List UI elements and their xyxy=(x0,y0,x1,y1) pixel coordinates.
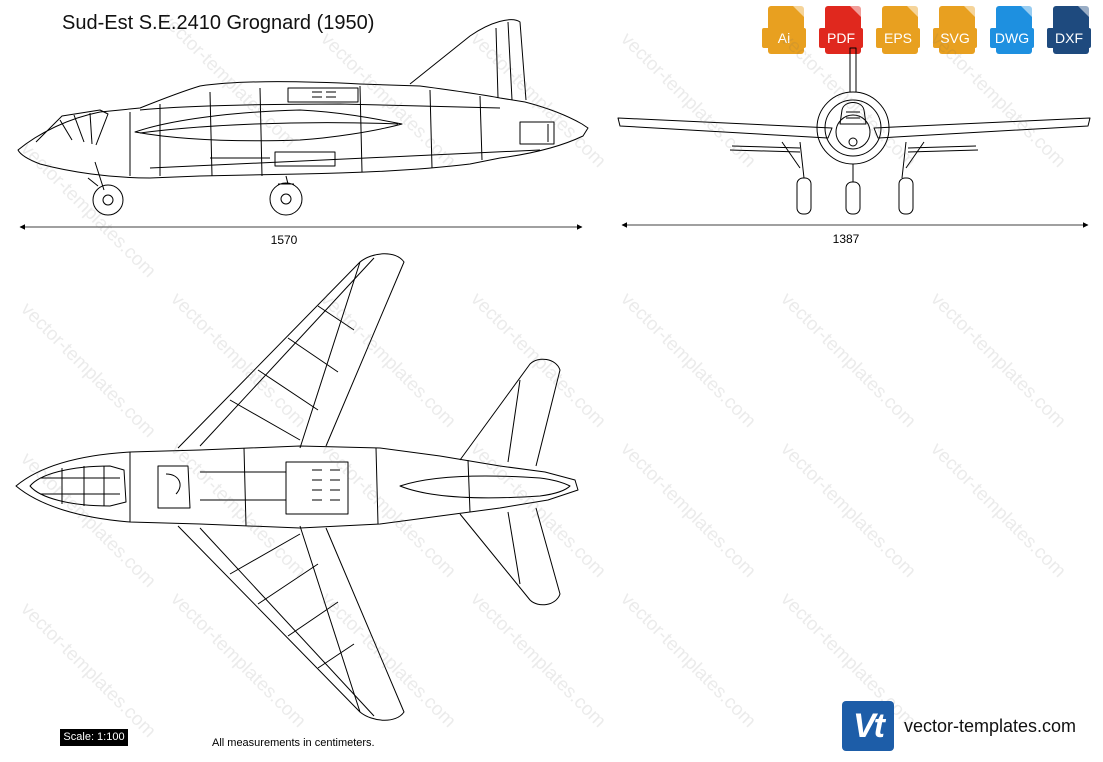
watermark: vector-templates.com xyxy=(776,439,919,582)
watermark: vector-templates.com xyxy=(156,9,299,152)
download-dxf-button[interactable]: DXF xyxy=(1047,6,1095,56)
top-view xyxy=(15,253,579,721)
vt-logo-icon: Vt xyxy=(842,701,894,751)
download-ai-button[interactable]: Ai xyxy=(762,6,810,56)
scale-badge: Scale: 1:100 xyxy=(60,729,128,746)
watermark: vector-templates.com xyxy=(776,289,919,432)
download-pdf-button[interactable]: PDF xyxy=(819,6,867,56)
watermark: vector-templates.com xyxy=(166,289,309,432)
watermark: vector-templates.com xyxy=(776,29,919,172)
watermark: vector-templates.com xyxy=(616,439,759,582)
watermark: vector-templates.com xyxy=(166,589,309,732)
watermark: vector-templates.com xyxy=(616,589,759,732)
download-eps-button[interactable]: EPS xyxy=(876,6,924,56)
front-span-label: 1387 xyxy=(833,232,860,246)
watermark: vector-templates.com xyxy=(316,29,459,172)
watermark: vector-templates.com xyxy=(466,439,609,582)
format-label: Ai xyxy=(762,28,806,48)
watermark: vector-templates.com xyxy=(16,299,159,442)
format-label: DXF xyxy=(1047,28,1091,48)
watermark: vector-templates.com xyxy=(16,139,159,282)
watermark: vector-templates.com xyxy=(166,439,309,582)
page-title: Sud-Est S.E.2410 Grognard (1950) xyxy=(62,12,375,34)
watermark: vector-templates.com xyxy=(316,289,459,432)
watermark: vector-templates.com xyxy=(316,589,459,732)
watermark: vector-templates.com xyxy=(616,29,759,172)
format-label: PDF xyxy=(819,28,863,48)
download-svg-button[interactable]: SVG xyxy=(933,6,981,56)
watermark-layer: vector-templates.com vector-templates.co… xyxy=(16,9,1069,742)
side-view xyxy=(17,19,589,216)
watermark: vector-templates.com xyxy=(616,289,759,432)
brand-link[interactable]: Vt vector-templates.com xyxy=(842,701,1076,751)
watermark: vector-templates.com xyxy=(316,439,459,582)
format-label: DWG xyxy=(990,28,1034,48)
measurement-note: All measurements in centimeters. xyxy=(212,737,375,749)
download-dwg-button[interactable]: DWG xyxy=(990,6,1038,56)
format-label: SVG xyxy=(933,28,977,48)
brand-name: vector-templates.com xyxy=(904,715,1077,736)
watermark: vector-templates.com xyxy=(466,289,609,432)
watermark: vector-templates.com xyxy=(16,449,159,592)
format-downloads: Ai PDF EPS SVG DWG DXF xyxy=(762,6,1095,56)
front-view xyxy=(617,47,1091,215)
watermark: vector-templates.com xyxy=(16,599,159,742)
watermark: vector-templates.com xyxy=(466,589,609,732)
watermark: vector-templates.com xyxy=(926,289,1069,432)
format-label: EPS xyxy=(876,28,920,48)
watermark: vector-templates.com xyxy=(926,439,1069,582)
side-length-label: 1570 xyxy=(271,233,298,247)
